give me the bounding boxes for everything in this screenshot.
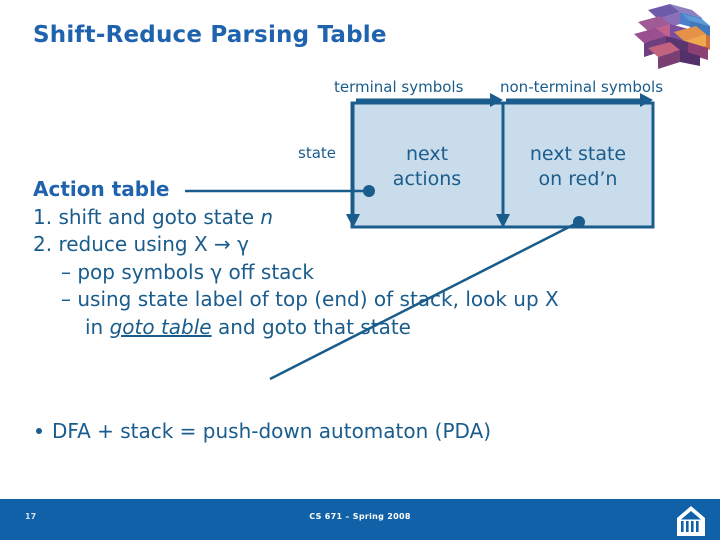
list-item-prefix: in — [85, 314, 110, 339]
terminal-symbols-label: terminal symbols — [334, 78, 464, 96]
list-item: 2. reduce using X → γ — [33, 231, 693, 259]
goto-table-emph: goto table — [109, 314, 212, 339]
body-content: Action table 1. shift and goto state n 2… — [33, 176, 693, 341]
building-archway-icon — [672, 502, 710, 538]
list-item-text: 2. reduce using X → γ — [33, 232, 249, 256]
nonterminal-symbols-label: non-terminal symbols — [500, 78, 664, 96]
table-cell-next-state: next state on red’n — [503, 142, 653, 192]
table-cell-next-actions: next actions — [352, 142, 502, 192]
final-bullet-item: DFA + stack = push-down automaton (PDA) — [36, 419, 491, 443]
list-item-text: 1. shift and goto state — [33, 204, 261, 229]
page-title: Shift-Reduce Parsing Table — [33, 22, 387, 48]
list-item: – using state label of top (end) of stac… — [33, 286, 693, 314]
list-item-text: – pop symbols γ off stack — [61, 259, 315, 284]
list-item-text: – using state label of top (end) of stac… — [61, 287, 559, 311]
state-row-label: state — [298, 144, 336, 162]
cell-line-1: next state — [529, 143, 627, 165]
final-bullet-text: DFA + stack = push-down automaton (PDA) — [52, 419, 492, 443]
list-item: in goto table and goto that state — [33, 314, 693, 342]
cell-line-2: actions — [392, 168, 462, 190]
list-item-emph: n — [260, 204, 274, 229]
list-item-suffix: and goto that state — [211, 314, 411, 339]
cube-blocks-logo — [618, 2, 718, 72]
footer-bar — [0, 499, 720, 540]
footer-course-label: CS 671 – Spring 2008 — [309, 512, 411, 521]
cell-line-2: on red’n — [538, 168, 618, 190]
footer-page-number: 17 — [25, 512, 37, 521]
list-item: – pop symbols γ off stack — [33, 259, 693, 287]
cell-line-1: next — [405, 143, 449, 165]
footer-divider — [0, 496, 720, 499]
list-item: 1. shift and goto state n — [33, 204, 693, 232]
action-table-heading: Action table — [33, 177, 170, 201]
bullet-dot-icon — [36, 428, 42, 434]
